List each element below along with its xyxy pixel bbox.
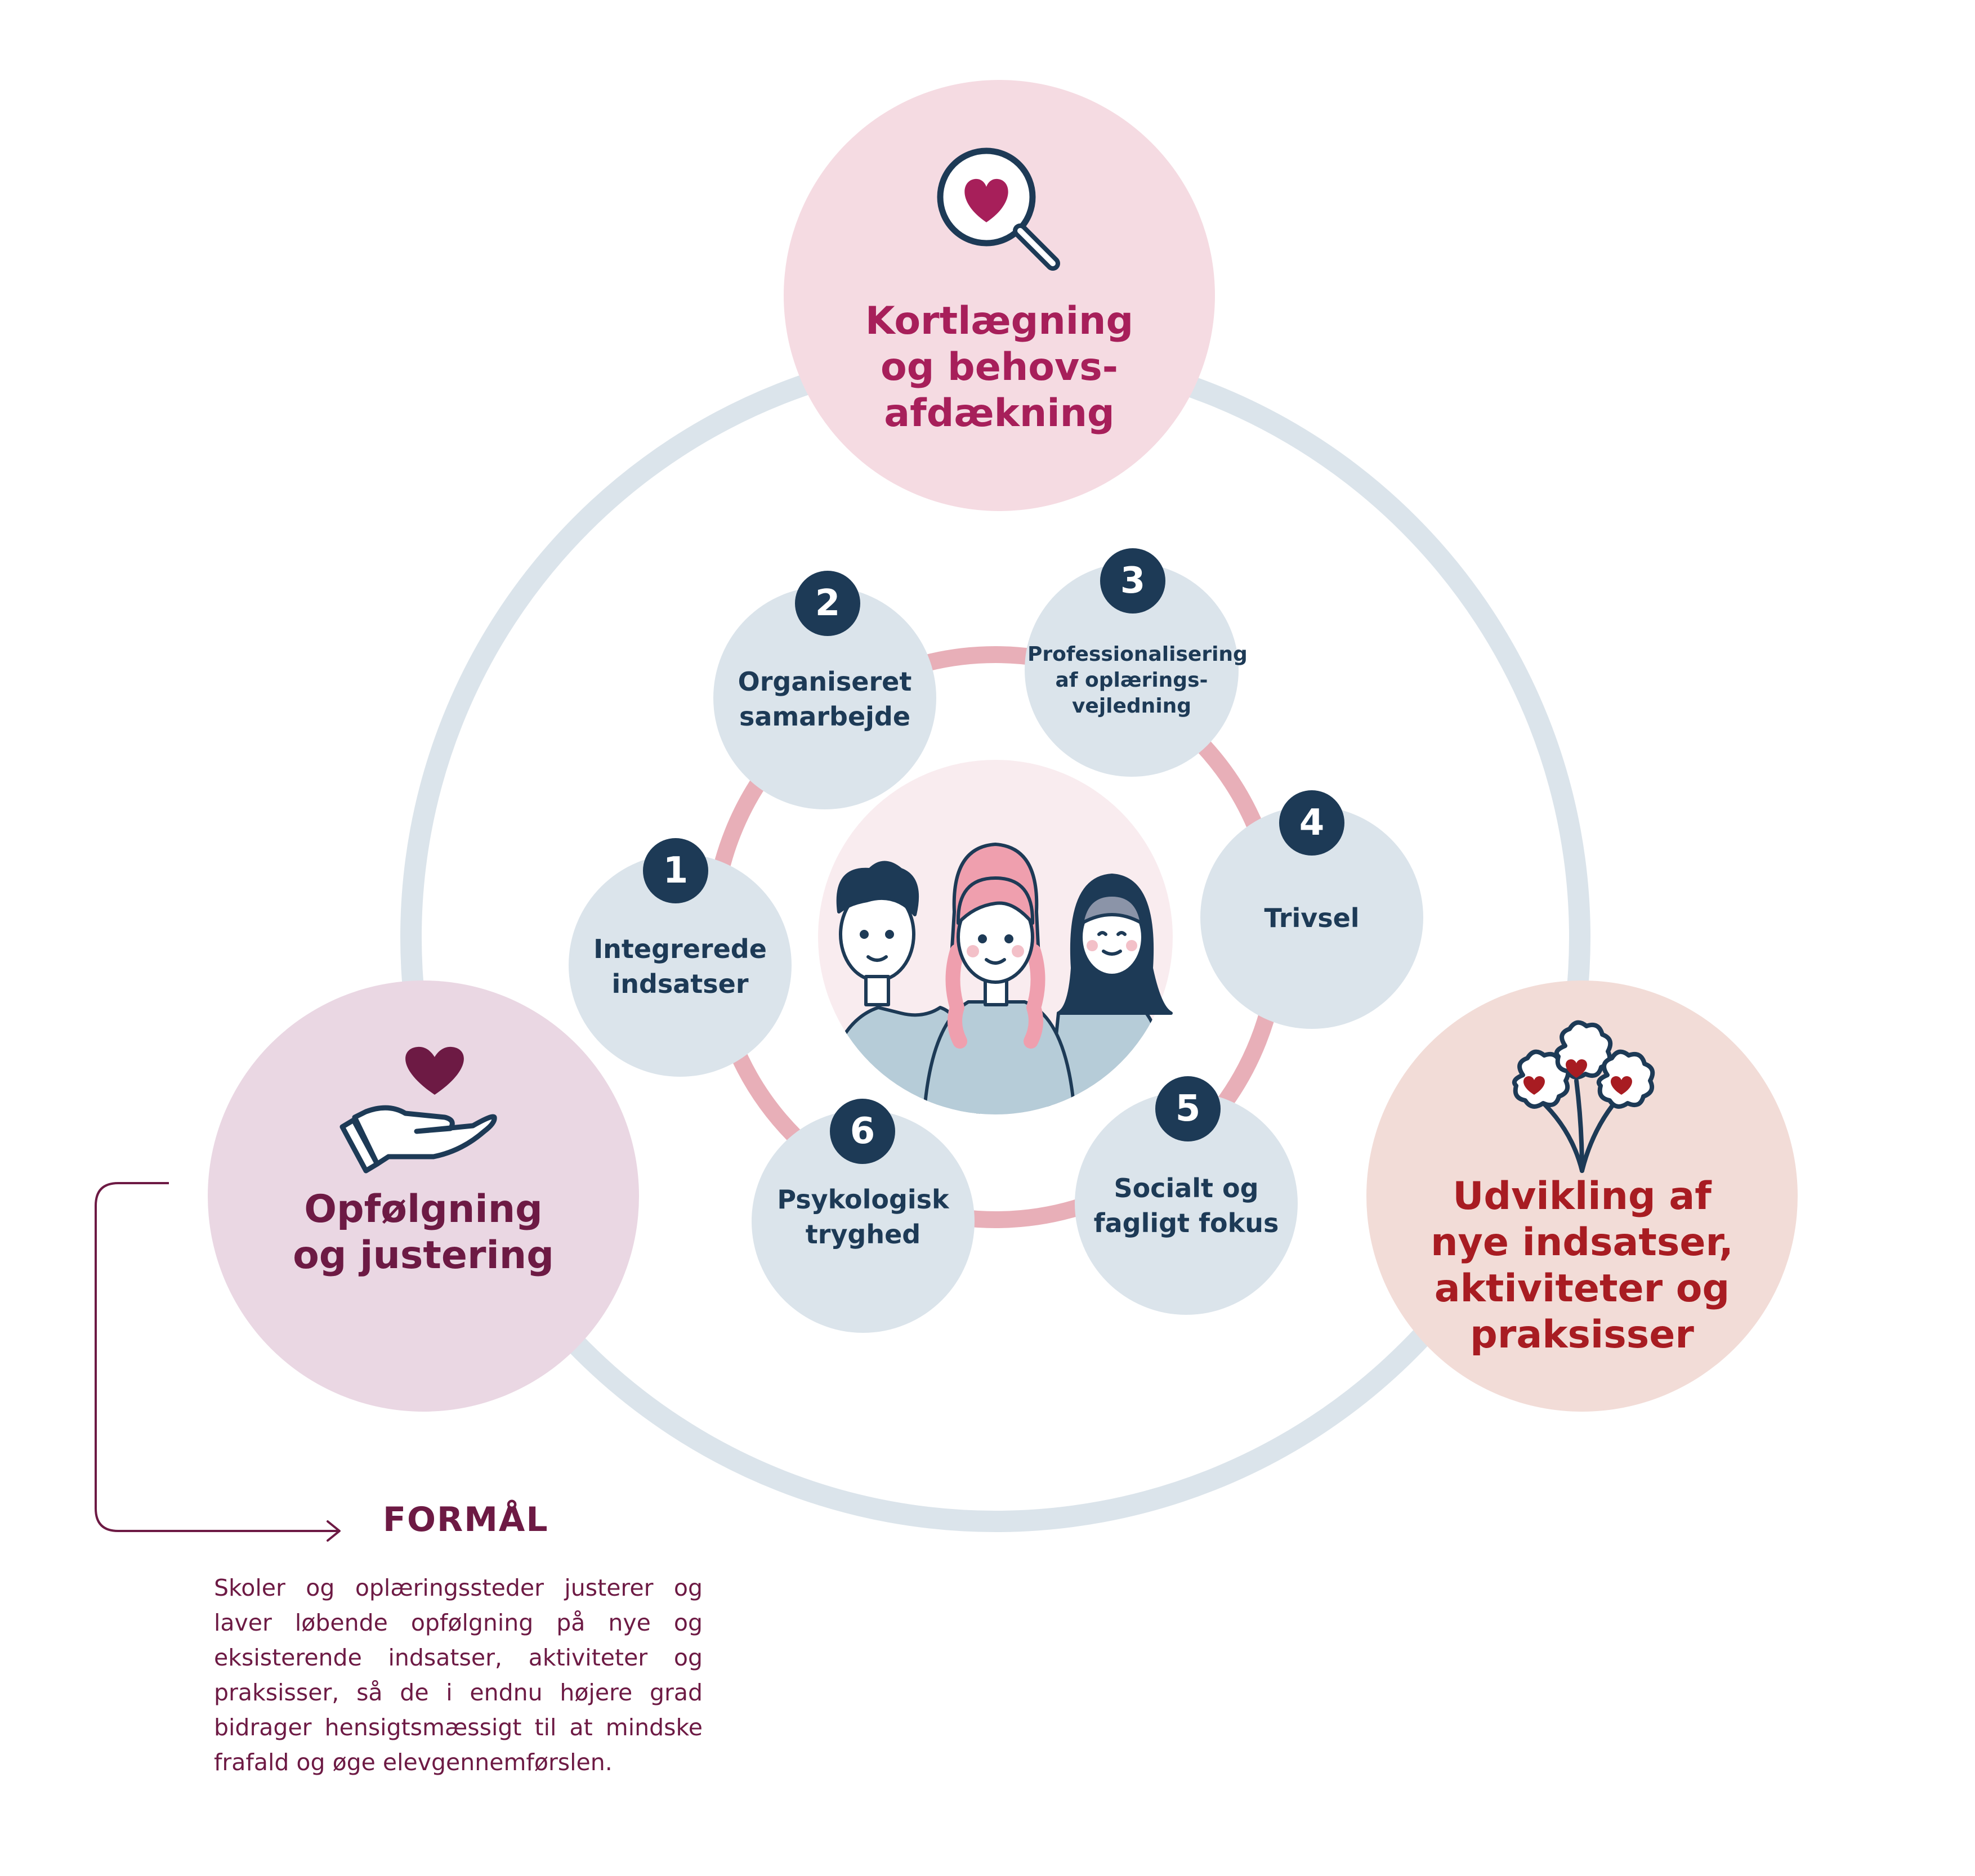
formal-text: Skoler og oplæringssteder justerer og la… xyxy=(214,1574,703,1776)
phase-right-label: Udvikling af nye indsatser, aktiviteter … xyxy=(1431,1174,1733,1357)
badge-1 xyxy=(643,838,708,903)
badge-number-4: 4 xyxy=(1299,802,1325,844)
focus-label-6: Psykologisk tryghed xyxy=(777,1184,949,1250)
badge-number-2: 2 xyxy=(815,583,841,624)
focus-node-5 xyxy=(1075,1092,1298,1315)
hand-heart-icon xyxy=(339,1046,497,1174)
badge-number-1: 1 xyxy=(663,850,689,892)
badge-number-6: 6 xyxy=(850,1111,875,1152)
focus-label-4: Trivsel xyxy=(1264,903,1360,933)
badge-2 xyxy=(795,571,860,636)
phase-left-circle xyxy=(208,980,639,1412)
badge-4 xyxy=(1279,790,1344,856)
phase-top-label: Kortlægning og behovs- afdækning xyxy=(865,299,1134,436)
badge-6 xyxy=(830,1099,895,1164)
focus-node-6 xyxy=(752,1110,975,1333)
badge-number-5: 5 xyxy=(1175,1088,1201,1130)
formal-bracket-arrow xyxy=(95,1182,338,1532)
focus-node-2 xyxy=(713,586,936,809)
students-group-icon xyxy=(818,760,1173,1114)
focus-label-3: Professionalisering af oplærings- vejled… xyxy=(1027,643,1248,718)
focus-label-5: Socialt og fagligt fokus xyxy=(1093,1173,1279,1238)
magnifier-heart-icon xyxy=(937,147,1060,271)
phase-top-circle xyxy=(784,80,1215,511)
badge-5 xyxy=(1155,1076,1221,1141)
phase-left-label: Opfølgning og justering xyxy=(293,1187,554,1278)
arrow-head-icon xyxy=(327,1520,341,1542)
formal-title: FORMÅL xyxy=(383,1500,549,1539)
focus-node-4 xyxy=(1200,806,1423,1029)
focus-label-1: Integrerede indsatser xyxy=(593,934,767,999)
phase-right-circle xyxy=(1366,980,1798,1412)
focus-node-1 xyxy=(569,854,792,1077)
badge-number-3: 3 xyxy=(1120,560,1146,602)
focus-node-3 xyxy=(1025,563,1239,777)
badge-3 xyxy=(1100,548,1165,614)
focus-label-2: Organiseret samarbejde xyxy=(738,666,912,732)
heart-flowers-icon xyxy=(1512,1020,1655,1173)
